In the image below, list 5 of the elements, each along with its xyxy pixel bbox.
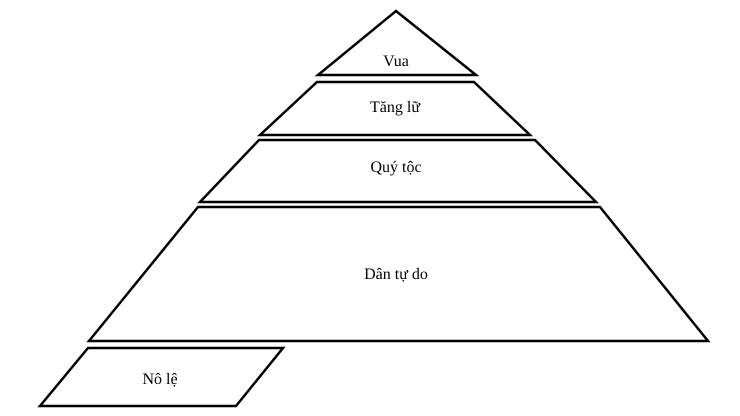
tier-label: Dân tự do — [364, 266, 428, 284]
tier-label: Quý tộc — [370, 159, 422, 177]
tier-label: Nô lệ — [142, 371, 178, 389]
tier-label: Tăng lữ — [370, 99, 420, 117]
tier-label: Vua — [383, 53, 409, 71]
